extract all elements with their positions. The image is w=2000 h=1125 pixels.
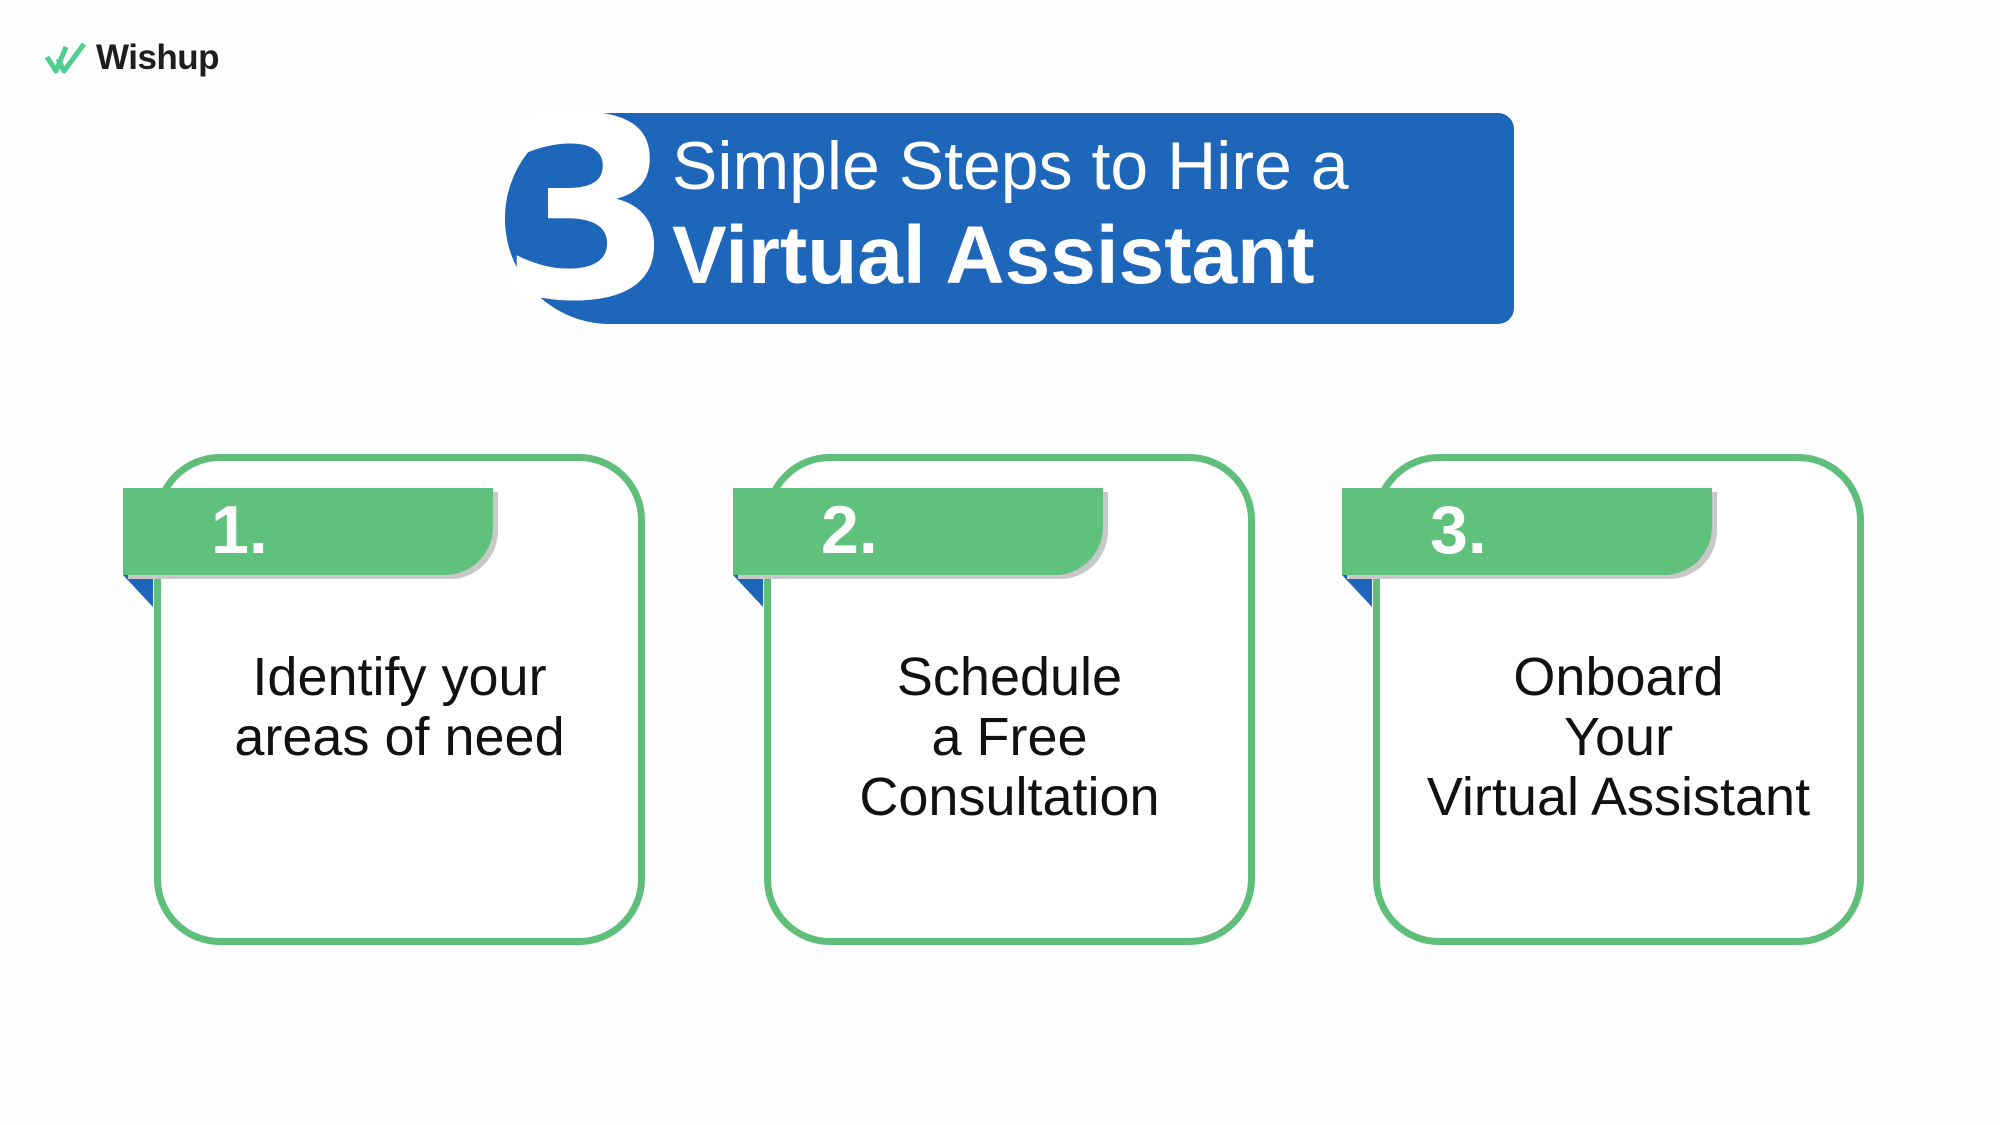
step-number: 1. (211, 492, 268, 568)
step-text-line: Your (1563, 707, 1674, 767)
step-text-line: Consultation (859, 767, 1160, 827)
logo-text: Wishup (96, 38, 220, 77)
wishup-logo: Wishup (44, 38, 220, 78)
banner-number: 3 (500, 65, 674, 356)
step-number: 3. (1430, 492, 1487, 568)
step-ribbon-2: 2. (733, 488, 1103, 575)
step-text: Onboard Your Virtual Assistant (1380, 647, 1857, 827)
banner-title-line2: Virtual Assistant (672, 210, 1315, 301)
step-text: Identify your areas of need (161, 647, 638, 767)
ribbon-fold (1342, 575, 1372, 607)
step-text-line: Onboard (1513, 647, 1724, 707)
step-text-line: Identify your (252, 647, 547, 707)
step-ribbon-1: 1. (123, 488, 493, 575)
step-number: 2. (821, 492, 878, 568)
step-text-line: Virtual Assistant (1426, 767, 1811, 827)
step-text-line: areas of need (234, 707, 565, 767)
banner-background (505, 113, 1514, 324)
double-check-icon (44, 42, 87, 74)
step-ribbon-3: 3. (1342, 488, 1712, 575)
ribbon-fold (123, 575, 153, 607)
step-text-line: Schedule (896, 647, 1123, 707)
ribbon-fold (733, 575, 763, 607)
step-text-line: a Free (931, 707, 1088, 767)
step-text: Schedule a Free Consultation (771, 647, 1248, 827)
banner-title-line1: Simple Steps to Hire a (672, 128, 1349, 204)
